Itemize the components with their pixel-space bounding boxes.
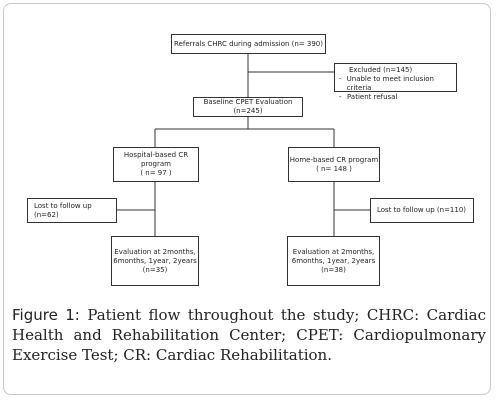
excluded-box: Excluded (n=145) - Unable to meet inclus… (334, 63, 457, 101)
eval-hospital-line2: 6months, 1year, 2years (113, 256, 197, 265)
eval-home-line2: 6months, 1year, 2years (291, 256, 376, 265)
baseline-box: Baseline CPET Evaluation (n=245) (193, 97, 303, 117)
eval-hospital-box: Evaluation at 2months, 6months, 1year, 2… (111, 236, 199, 286)
eval-hospital-count: (n=35) (142, 265, 168, 274)
caption-text: Patient flow throughout the study; CHRC:… (12, 306, 486, 364)
eval-hospital-line1: Evaluation at 2months, (114, 247, 196, 256)
eval-home-line1: Evaluation at 2months, (292, 247, 375, 256)
eval-home-count: (n=38) (321, 265, 346, 274)
flow-connectors (117, 54, 370, 236)
excluded-item: - Unable to meet inclusion criteria (335, 75, 456, 93)
home-program-title: Home-based CR program (289, 155, 379, 164)
caption-label: Figure 1: (12, 306, 80, 324)
hospital-program-title: Hospital-based CR program (123, 151, 189, 168)
hospital-program-box: Hospital-based CR program ( n= 97 ) (113, 147, 199, 182)
excluded-item-text: Patient refusal (347, 93, 398, 101)
excluded-title: Excluded (n=145) (349, 66, 413, 74)
lost-hospital-box: Lost to follow up (n=62) (27, 198, 117, 223)
home-program-box: Home-based CR program ( n= 148 ) (288, 147, 380, 182)
home-program-count: ( n= 148 ) (316, 164, 352, 173)
lost-hospital-text: Lost to follow up (n=62) (34, 201, 92, 219)
figure-caption: Figure 1: Patient flow throughout the st… (12, 305, 486, 365)
referrals-box: Referrals CHRC during admission (n= 390) (171, 34, 326, 54)
baseline-text: Baseline CPET Evaluation (n=245) (203, 98, 293, 115)
bullet-mark: - (339, 93, 342, 101)
figure-frame (3, 3, 491, 395)
lost-home-text: Lost to follow up (n=110) (377, 206, 467, 214)
eval-home-box: Evaluation at 2months, 6months, 1year, 2… (287, 236, 380, 286)
excluded-item-text: Unable to meet inclusion criteria (346, 75, 434, 92)
lost-home-box: Lost to follow up (n=110) (370, 198, 474, 223)
hospital-program-count: ( n= 97 ) (140, 169, 172, 177)
referrals-text: Referrals CHRC during admission (n= 390) (174, 39, 323, 48)
bullet-mark: - (339, 75, 342, 83)
excluded-item: - Patient refusal (335, 93, 456, 102)
